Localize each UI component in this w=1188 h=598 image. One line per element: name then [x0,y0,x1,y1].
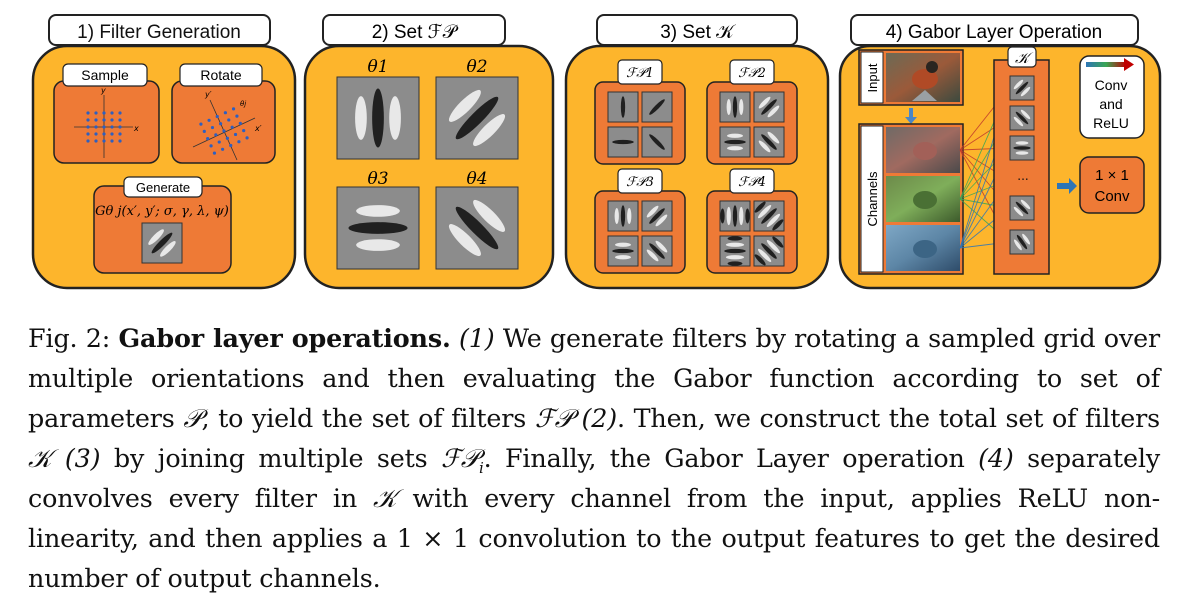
svg-text:x: x [133,124,139,133]
sample-label: Sample [81,67,129,83]
ellipsis: ... [1017,169,1028,183]
filter-set-3: ℱ𝒫3 [594,168,686,274]
figure-diagram: 1) Filter Generation Sample x y Rotate x… [31,14,1162,290]
input-label: Input [865,63,880,92]
svg-text:x′: x′ [254,124,262,133]
k-filter-5 [1009,195,1035,221]
filter-set-label-2: ℱ𝒫2 [738,66,766,81]
theta-3: θ3 [367,169,388,189]
filter-set-label-1: ℱ𝒫1 [626,66,654,81]
svg-text:θj: θj [240,100,246,108]
conv-relu-line3: ReLU [1093,115,1129,131]
filter-set-2: ℱ𝒫2 [706,59,798,165]
panel-gabor-layer-operation: 4) Gabor Layer Operation Input Channels … [838,14,1162,290]
set-4-filter-2 [753,200,785,232]
rotated-grid-points [199,107,249,155]
panel-2-title: 2) Set ℱ𝒫 [372,22,459,43]
sample-grid-points [86,111,122,143]
set-4-filter-4 [753,235,785,267]
filter-set-label-3: ℱ𝒫3 [626,175,654,190]
k-filter-2 [1009,105,1035,131]
theta-filter-2 [435,76,519,160]
theta-filter-1 [336,76,420,160]
theta-1: θ1 [367,57,388,77]
figure-caption: Fig. 2: Gabor layer operations. (1) We g… [28,323,1161,593]
svg-text:y: y [100,86,106,95]
k-filter-3 [1009,135,1035,161]
svg-text:y′: y′ [204,90,212,99]
gabor-formula: Gθ j(x′, y′; σ, γ, λ, ψ) [95,204,229,219]
panel-1-title: 1) Filter Generation [77,22,241,43]
filter-set-1: ℱ𝒫1 [594,59,686,165]
set-3-filter-3 [607,235,639,267]
set-2-filter-3 [719,126,751,158]
caption-title: Gabor layer operations. [118,323,451,353]
conv-relu-line2: and [1099,96,1122,112]
set-3-filter-4 [641,235,673,267]
conv-relu-line1: Conv [1095,77,1128,93]
theta-filter-3 [336,186,420,270]
conv1x1-line1: 1 × 1 [1095,167,1129,184]
set-2-filter-4 [753,126,785,158]
k-filter-6 [1009,229,1035,255]
theta-4: θ4 [466,169,487,189]
generated-gabor-filter [141,222,183,264]
panel-3-title: 3) Set 𝒦 [660,22,736,43]
set-1-filter-4 [641,126,673,158]
rotate-label: Rotate [200,67,241,83]
theta-2: θ2 [466,57,487,77]
panel-set-fp: 2) Set ℱ𝒫 θ1 θ2 θ3 θ4 [303,14,555,290]
k-filter-1 [1009,75,1035,101]
set-2-filter-2 [753,91,785,123]
filter-set-label-4: ℱ𝒫4 [738,175,766,190]
set-4-filter-1 [719,200,751,232]
caption-fig-number: Fig. 2: [28,323,111,353]
generated-filter [141,222,183,264]
channels-label: Channels [865,171,880,226]
panel-4-title: 4) Gabor Layer Operation [886,22,1103,43]
set-1-filter-2 [641,91,673,123]
filter-set-4: ℱ𝒫4 [706,168,798,274]
set-1-filter-3 [607,126,639,158]
conv1x1-line2: Conv [1094,188,1130,205]
set-4-filter-3 [719,235,751,267]
set-3-filter-2 [641,200,673,232]
generate-label: Generate [136,180,190,195]
set-1-filter-1 [607,91,639,123]
set-3-filter-1 [607,200,639,232]
panel-filter-generation: 1) Filter Generation Sample x y Rotate x… [31,14,297,290]
theta-filter-4 [435,186,519,270]
set-2-filter-1 [719,91,751,123]
